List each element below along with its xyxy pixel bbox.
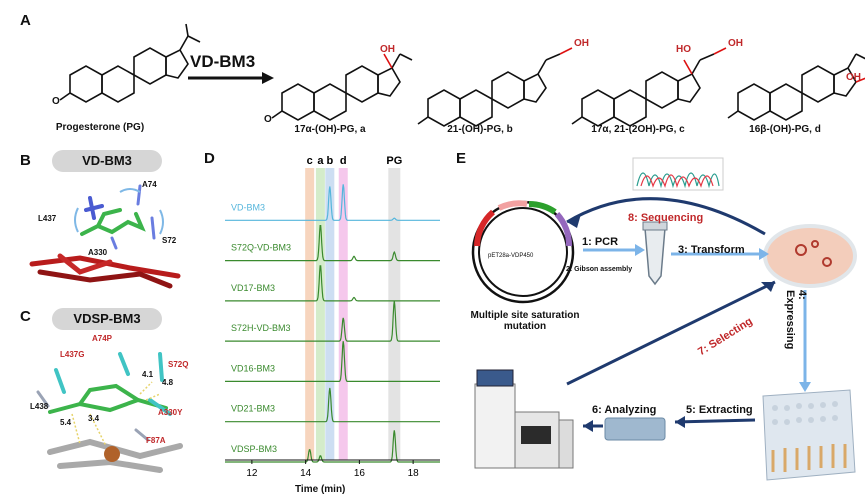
trace-VDSP-BM3 bbox=[225, 430, 440, 463]
trace-VD17-BM3 bbox=[225, 265, 440, 302]
series-label-VDSP-BM3: VDSP-BM3 bbox=[231, 444, 277, 454]
panel-label-b: B bbox=[20, 152, 31, 169]
step-sequencing: 8: Sequencing bbox=[628, 212, 704, 224]
residue-l437g: L437G bbox=[60, 350, 85, 359]
panel-c-title: VDSP-BM3 bbox=[52, 308, 162, 330]
step-pcr: 1: PCR bbox=[582, 236, 619, 248]
trace-VD21-BM3 bbox=[225, 387, 440, 423]
panel-b-structure bbox=[29, 184, 181, 289]
trace-S72H-VD-BM3 bbox=[225, 300, 440, 342]
panel-label-d: D bbox=[204, 150, 215, 167]
peak-label-c: c bbox=[307, 155, 313, 167]
residue-s72-b: S72 bbox=[162, 236, 177, 245]
distance-4: 3.4 bbox=[88, 414, 100, 423]
panel-label-c: C bbox=[20, 308, 31, 325]
distance-1: 4.1 bbox=[142, 370, 154, 379]
peak-label-d: d bbox=[340, 155, 347, 167]
peak-label-a: a bbox=[317, 155, 324, 167]
x-tick-label-18: 18 bbox=[408, 468, 420, 479]
oh-label-d: OH bbox=[846, 72, 861, 83]
band-PG bbox=[388, 168, 401, 460]
x-tick-label-14: 14 bbox=[300, 468, 312, 479]
trace-VD-BM3 bbox=[225, 184, 440, 221]
residue-a330-b: A330 bbox=[88, 248, 108, 257]
oh-label-b: OH bbox=[574, 38, 589, 49]
product-d-caption: 16β-(OH)-PG, d bbox=[749, 124, 821, 135]
enzyme-label: VD-BM3 bbox=[190, 52, 256, 71]
panel-label-a: A bbox=[20, 12, 31, 29]
step-gibson: 2: Gibson assembly bbox=[566, 266, 633, 273]
residue-a74p: A74P bbox=[92, 334, 113, 343]
x-tick-label-16: 16 bbox=[354, 468, 366, 479]
oh-label-c: OH bbox=[728, 38, 743, 49]
carbonyl-o-substrate: O bbox=[52, 96, 60, 107]
chart-xlabel: Time (min) bbox=[295, 484, 346, 495]
distance-3: 5.4 bbox=[60, 418, 72, 427]
band-a bbox=[315, 168, 325, 460]
step-extracting: 5: Extracting bbox=[686, 404, 753, 416]
series-label-VD16-BM3: VD16-BM3 bbox=[231, 363, 275, 373]
panel-e-workflow bbox=[471, 157, 857, 481]
residue-a330y: A330Y bbox=[158, 408, 183, 417]
residue-l438: L438 bbox=[30, 402, 49, 411]
step-expressing: 4: Expressing bbox=[784, 290, 808, 350]
plasmid-name: pET28a-VDP450 bbox=[488, 253, 534, 259]
panel-a-structures bbox=[59, 23, 865, 127]
x-tick-label-12: 12 bbox=[246, 468, 258, 479]
peak-label-PG: PG bbox=[386, 155, 402, 167]
residue-s72q: S72Q bbox=[168, 360, 189, 369]
panel-c-structure bbox=[36, 352, 183, 473]
step-transform: 3: Transform bbox=[678, 244, 745, 256]
peak-label-b: b bbox=[326, 155, 333, 167]
product-c-caption: 17α, 21-(2OH)-PG, c bbox=[591, 124, 685, 135]
step-analyzing: 6: Analyzing bbox=[592, 404, 657, 416]
oh-label-a: OH bbox=[380, 44, 395, 55]
residue-a74-b: A74 bbox=[142, 180, 157, 189]
product-a-caption: 17α-(OH)-PG, a bbox=[294, 124, 366, 135]
residue-f87a: F87A bbox=[146, 436, 166, 445]
product-b-caption: 21-(OH)-PG, b bbox=[447, 124, 513, 135]
substrate-caption: Progesterone (PG) bbox=[55, 122, 145, 133]
trace-S72Q-VD-BM3 bbox=[225, 225, 440, 262]
series-label-VD21-BM3: VD21-BM3 bbox=[231, 404, 275, 414]
residue-l437-b: L437 bbox=[38, 214, 57, 223]
series-label-VD17-BM3: VD17-BM3 bbox=[231, 283, 275, 293]
series-label-S72Q-VD-BM3: S72Q-VD-BM3 bbox=[231, 243, 291, 253]
band-d bbox=[338, 168, 348, 460]
band-c bbox=[305, 168, 315, 460]
library-caption: Multiple site saturation mutation bbox=[470, 310, 580, 332]
series-label-VD-BM3: VD-BM3 bbox=[231, 202, 265, 212]
panel-b-title: VD-BM3 bbox=[52, 150, 162, 172]
band-b bbox=[325, 168, 335, 460]
ho-label-c: HO bbox=[676, 44, 691, 55]
trace-VD16-BM3 bbox=[225, 341, 440, 382]
panel-label-e: E bbox=[456, 150, 467, 167]
series-label-S72H-VD-BM3: S72H-VD-BM3 bbox=[231, 323, 291, 333]
distance-2: 4.8 bbox=[162, 378, 174, 387]
carbonyl-o-a: O bbox=[264, 114, 272, 125]
